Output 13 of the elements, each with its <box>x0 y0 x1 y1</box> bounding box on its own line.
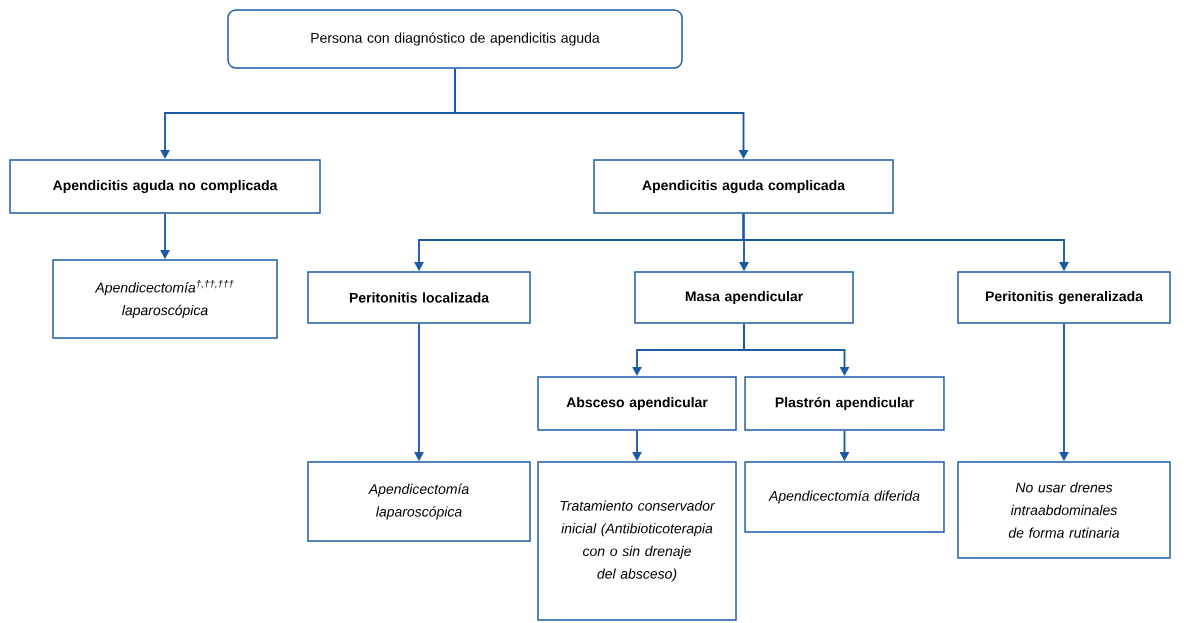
treatment-box: Apendicectomía laparoscópica <box>307 461 531 542</box>
category-box: Apendicitis aguda complicada <box>593 159 894 214</box>
treatment-box: Apendicectomía diferida <box>744 461 945 533</box>
treatment-box: Apendicectomía$^{†,††,†††}$ laparoscópica <box>52 259 278 339</box>
treatment-box: Tratamiento conservador inicial (Antibioticoterapia con o sin drenaje del absceso) <box>537 461 737 621</box>
start-box: Persona con diagnóstico de apendicitis aguda <box>227 9 683 69</box>
category-box: Plastrón apendicular <box>744 376 945 431</box>
category-box: Masa apendicular <box>634 271 854 324</box>
category-box: Absceso apendicular <box>537 376 737 431</box>
treatment-box: No usar drenes intraabdominales de forma rutinaria <box>957 461 1171 559</box>
category-box: Peritonitis generalizada <box>957 271 1171 324</box>
category-box: Apendicitis aguda no complicada <box>9 159 321 214</box>
category-box: Peritonitis localizada <box>307 271 531 324</box>
